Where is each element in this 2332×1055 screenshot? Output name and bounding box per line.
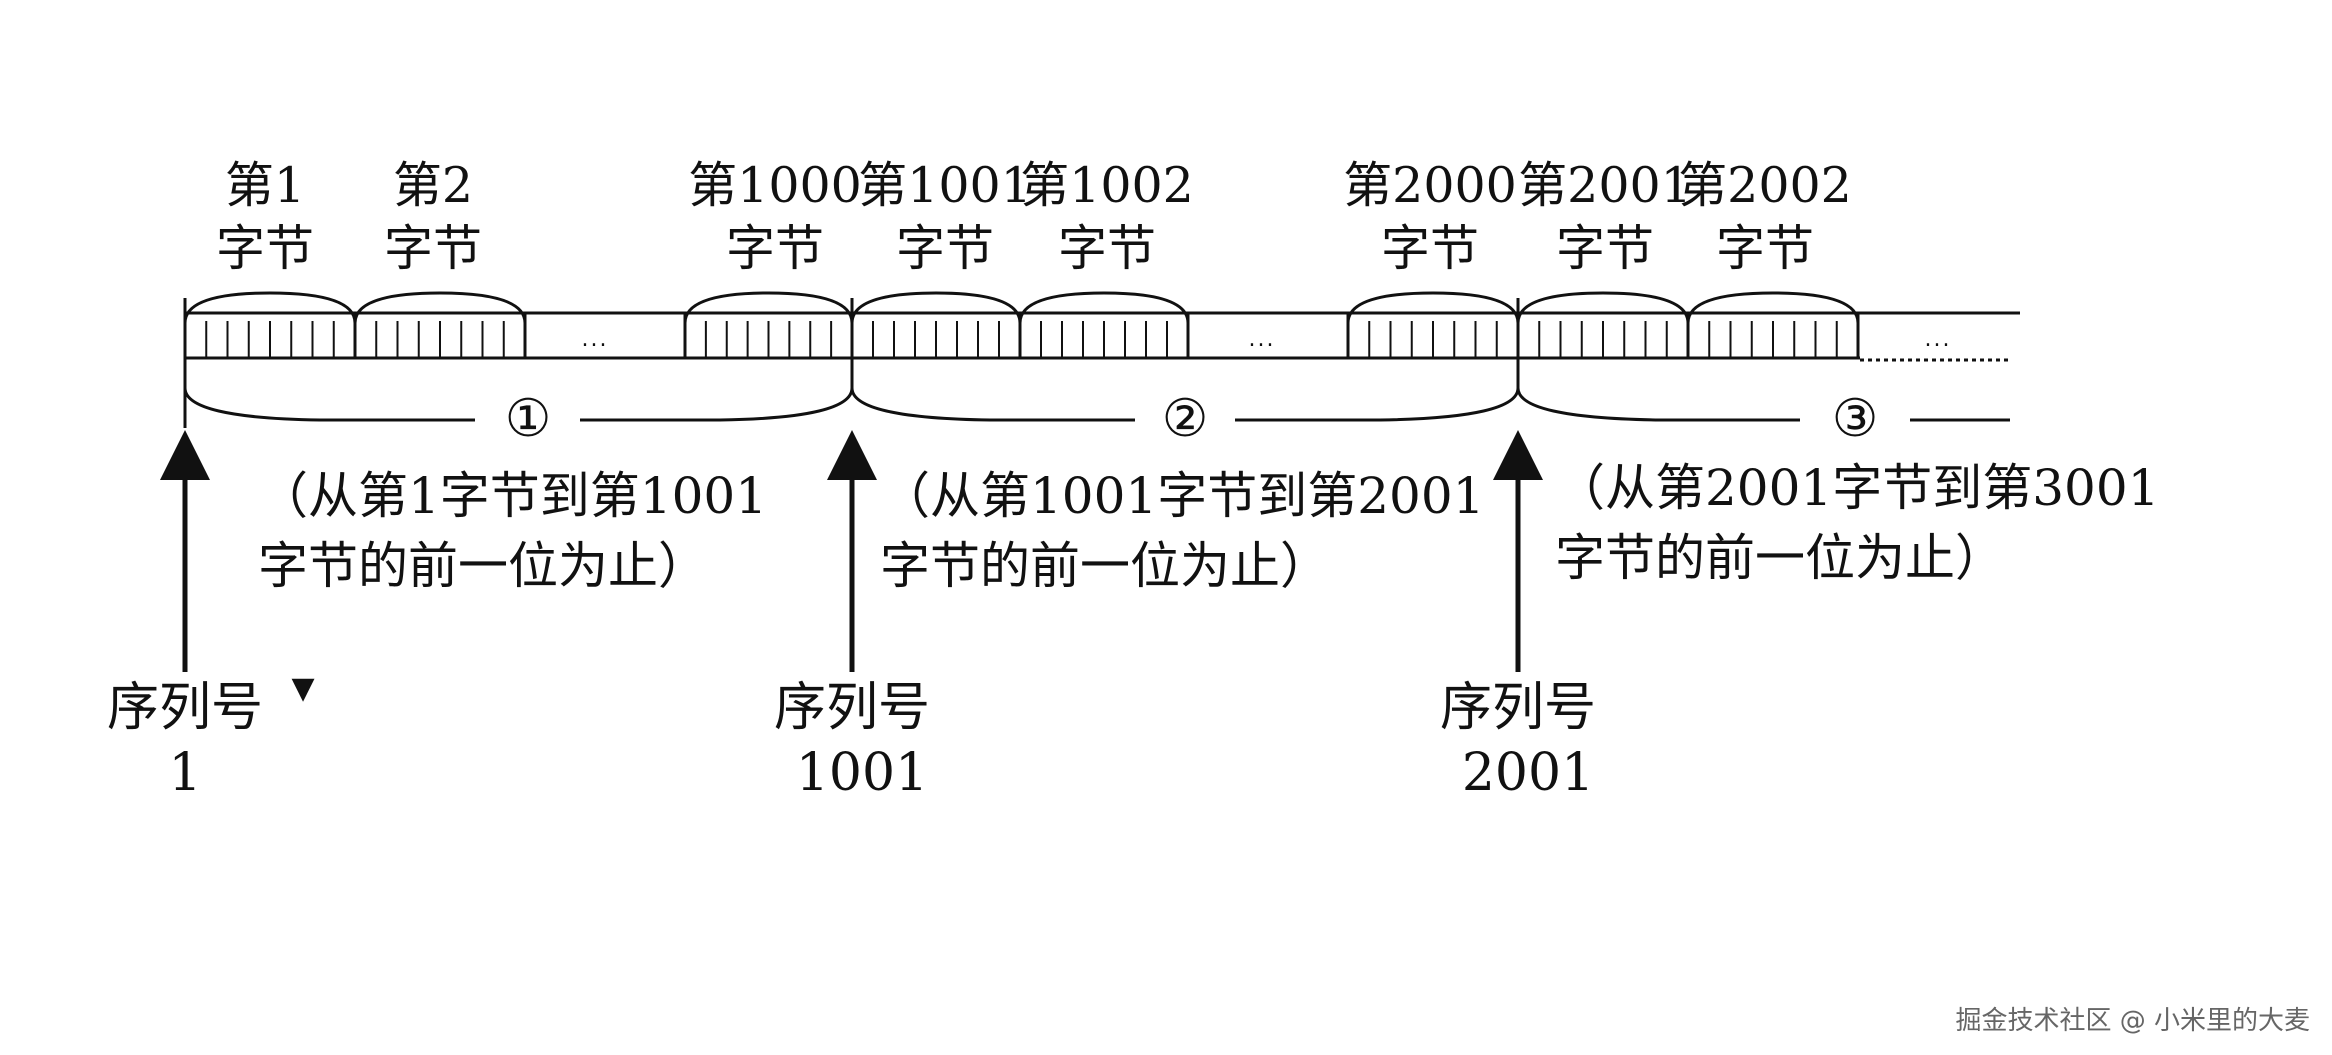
segment-note-1-line2: 字节的前一位为止）	[258, 537, 708, 595]
segment-boundaries	[183, 298, 1520, 428]
byte-label-2-prefix: 第2	[393, 157, 473, 214]
segment-number-2: ②	[1162, 389, 1209, 449]
byte-label-1-suffix: 字节	[216, 220, 314, 277]
byte-cell	[1686, 291, 1860, 360]
watermark: 掘金技术社区 @ 小米里的大麦	[1955, 1006, 2310, 1036]
segment-brace-2	[850, 387, 1520, 422]
byte-label-2000-suffix: 字节	[1381, 220, 1479, 277]
byte-brace	[1686, 291, 1860, 324]
byte-cell	[353, 291, 527, 360]
segment-note-3-line2: 字节的前一位为止）	[1555, 529, 2005, 587]
byte-label-2002-prefix: 第2002	[1678, 157, 1852, 214]
sequence-arrows	[160, 430, 1543, 672]
byte-label-2000-prefix: 第2000	[1343, 157, 1517, 214]
sequence-value-1: 1	[168, 743, 201, 803]
byte-cell	[183, 291, 357, 360]
cursor-marker-icon: ▼	[291, 671, 314, 706]
segment-braces	[183, 387, 2010, 422]
segment-brace-1	[183, 387, 854, 422]
segment-note-3-line1: （从第2001字节到第3001	[1555, 459, 2160, 517]
byte-brace	[353, 291, 527, 324]
byte-labels: 第1 字节 第2 字节 第1000 字节 第1001 字节 第1002 字节 第…	[216, 157, 1852, 277]
byte-label-2002-suffix: 字节	[1716, 220, 1814, 277]
sequence-value-2001: 2001	[1462, 743, 1594, 803]
byte-brace	[1018, 291, 1190, 324]
byte-brace	[183, 291, 357, 324]
segment-number-3: ③	[1832, 389, 1879, 449]
byte-cell	[1346, 291, 1520, 360]
tape-ellipsis-1: ...	[582, 327, 609, 352]
byte-label-2-suffix: 字节	[384, 220, 482, 277]
segment-brace-3	[1516, 387, 2010, 422]
byte-label-1000-prefix: 第1000	[688, 157, 862, 214]
byte-brace	[1346, 291, 1520, 324]
sequence-label-2001: 序列号	[1440, 678, 1596, 738]
byte-cell	[683, 291, 854, 360]
byte-cell	[1516, 291, 1690, 360]
byte-cell	[850, 291, 1022, 360]
segment-note-2-line2: 字节的前一位为止）	[880, 537, 1330, 595]
segment-note-2-line1: （从第1001字节到第2001	[880, 467, 1485, 525]
byte-cell	[1018, 291, 1190, 360]
byte-brace	[850, 291, 1022, 324]
byte-label-1-prefix: 第1	[225, 157, 305, 214]
byte-label-1000-suffix: 字节	[726, 220, 824, 277]
byte-label-2001-prefix: 第2001	[1518, 157, 1692, 214]
byte-label-2001-suffix: 字节	[1556, 220, 1654, 277]
byte-label-1001-suffix: 字节	[896, 220, 994, 277]
sequence-label-1001: 序列号	[774, 678, 930, 738]
byte-brace	[1516, 291, 1690, 324]
byte-cells	[183, 291, 1860, 360]
byte-label-1002-prefix: 第1002	[1020, 157, 1194, 214]
tape-ellipsis-2: ...	[1249, 327, 1276, 352]
byte-label-1002-suffix: 字节	[1058, 220, 1156, 277]
tape-ellipsis-3: ...	[1925, 327, 1952, 352]
sequence-value-1001: 1001	[796, 743, 928, 803]
sequence-label-1: 序列号	[107, 678, 263, 738]
segment-note-1-line1: （从第1字节到第1001	[258, 467, 767, 525]
segment-number-1: ①	[505, 389, 552, 449]
byte-label-1001-prefix: 第1001	[858, 157, 1032, 214]
byte-brace	[683, 291, 854, 324]
